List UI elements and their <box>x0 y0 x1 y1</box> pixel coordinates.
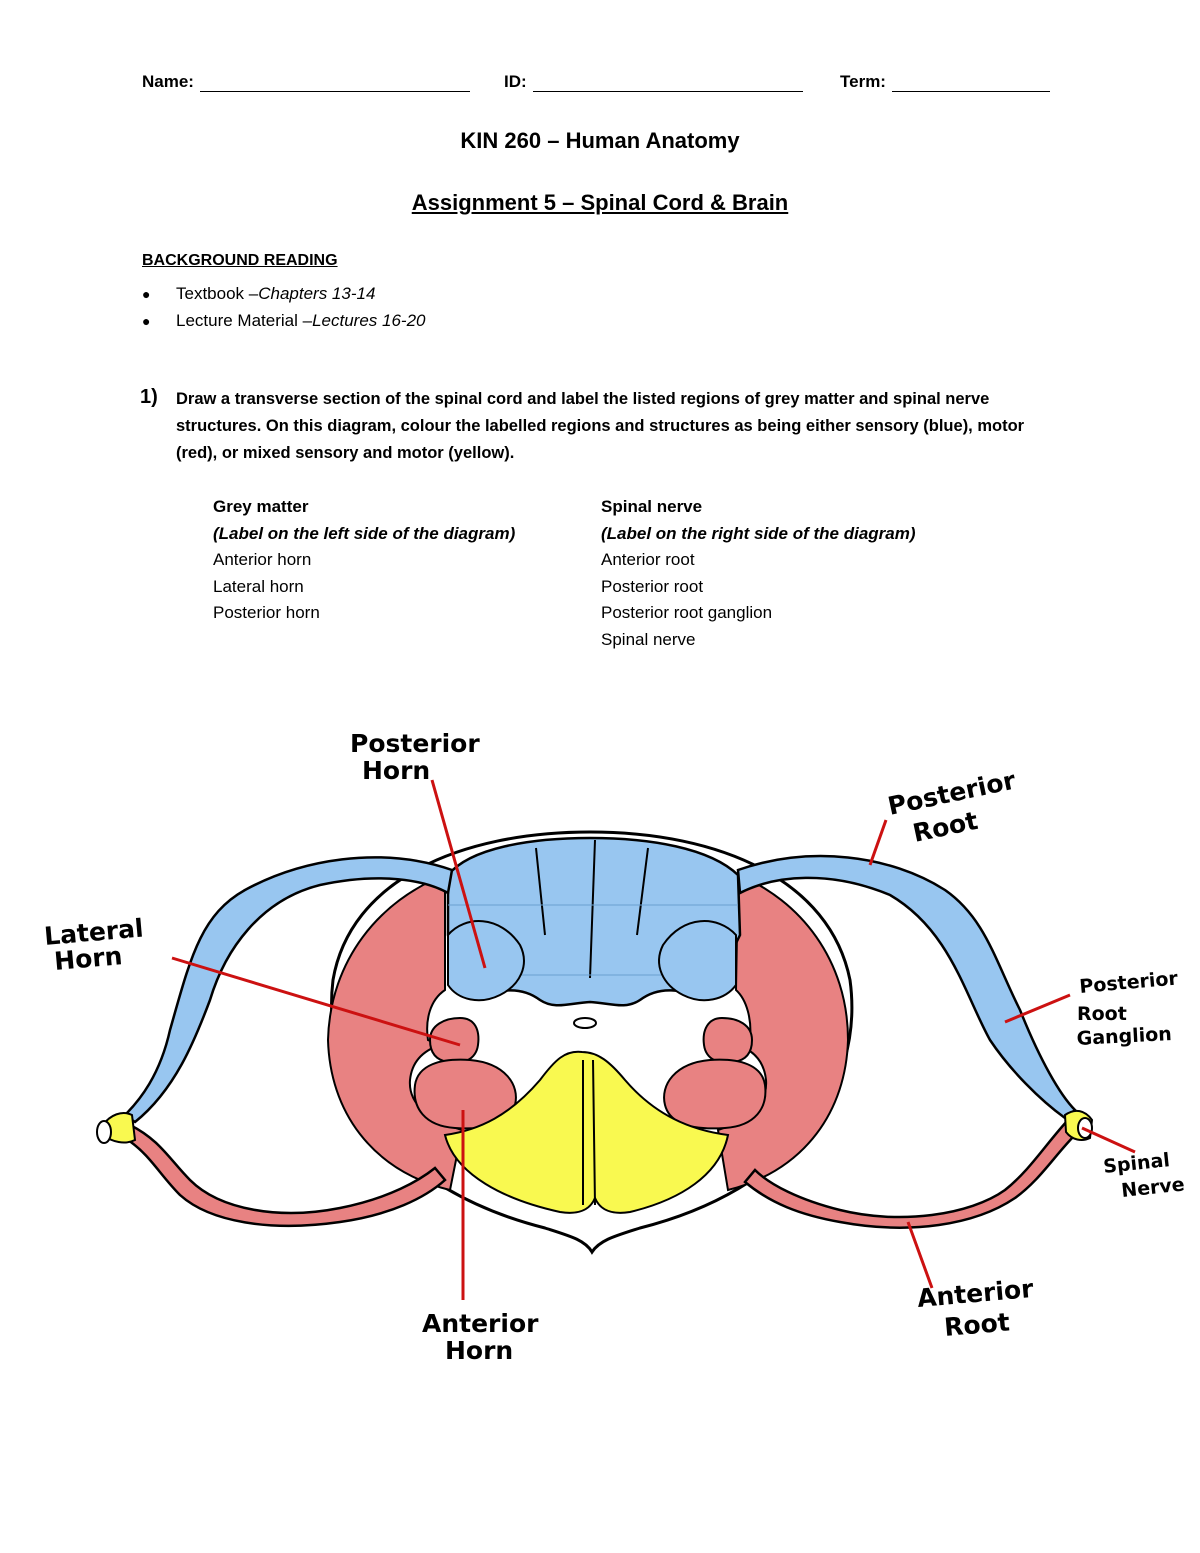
pointer-posterior-root <box>868 819 888 866</box>
pointer-posterior-root-ganglion <box>1004 993 1071 1024</box>
spinal-cord-diagram: Posterior Horn Lateral Horn Anterior Hor… <box>43 729 1186 1365</box>
anterior-horn-right <box>663 1058 767 1130</box>
label-anterior-root-1: Anterior <box>916 1274 1035 1313</box>
pointer-posterior-horn <box>430 779 487 969</box>
anterior-root-left <box>126 1123 447 1227</box>
pointer-lateral-horn <box>171 956 461 1047</box>
spinal-nerve-heading: Spinal nerve <box>601 497 703 516</box>
posterior-root-left <box>123 856 454 1124</box>
reading-label: Lecture Material – <box>176 310 313 330</box>
list-item: Spinal nerve <box>601 629 696 649</box>
term-blank-line[interactable] <box>891 73 1050 92</box>
posterior-horn-right <box>658 920 737 1002</box>
label-ganglion-3: Ganglion <box>1076 1023 1172 1050</box>
name-blank-line[interactable] <box>199 73 470 92</box>
course-title: KIN 260 – Human Anatomy <box>460 128 740 153</box>
reading-label: Textbook – <box>176 283 259 303</box>
list-item: Posterior root ganglion <box>601 603 773 622</box>
id-field: ID: <box>504 72 803 92</box>
lateral-horn-left <box>428 1016 480 1064</box>
anterior-root-right <box>743 1117 1077 1229</box>
label-posterior-horn-1: Posterior <box>350 729 480 758</box>
label-posterior-horn-2: Horn <box>362 756 430 785</box>
id-label: ID: <box>504 72 527 91</box>
bullet-icon: ● <box>142 312 151 329</box>
name-field: Name: <box>142 72 470 92</box>
label-ganglion-2: Root <box>1077 1003 1127 1025</box>
grey-matter-note: (Label on the left side of the diagram) <box>213 523 516 543</box>
label-spinal-nerve-1: Spinal <box>1102 1149 1171 1178</box>
pointer-spinal-nerve <box>1081 1126 1136 1154</box>
label-pointers <box>171 779 1136 1300</box>
assignment-title-text: Assignment 5 – Spinal Cord & Brain <box>411 190 789 215</box>
question-text: Draw a transverse section of the spinal … <box>176 390 1025 462</box>
central-canal <box>573 1017 597 1029</box>
label-anterior-horn-1: Anterior <box>422 1309 539 1338</box>
label-lateral-horn-2: Horn <box>53 941 124 976</box>
spinal-nerve-note: (Label on the right side of the diagram) <box>601 523 916 543</box>
list-item: Lateral horn <box>213 576 304 596</box>
reading-ref: Chapters 13-14 <box>258 283 376 303</box>
bullet-icon: ● <box>142 285 151 302</box>
list-item: ● Textbook – Chapters 13-14 <box>142 280 425 307</box>
id-blank-line[interactable] <box>532 73 803 92</box>
name-label: Name: <box>142 72 194 91</box>
pointer-anterior-root <box>906 1221 934 1289</box>
spinal-nerve-list: Spinal nerve (Label on the right side of… <box>601 494 916 653</box>
list-item: Posterior root <box>601 576 704 596</box>
label-ganglion-1: Posterior <box>1079 967 1180 998</box>
list-item: Posterior horn <box>213 603 320 622</box>
term-label: Term: <box>840 72 886 91</box>
lateral-horn-right <box>702 1016 754 1064</box>
question-number: 1) <box>140 386 158 408</box>
reading-ref: Lectures 16-20 <box>312 310 426 330</box>
list-item: ● Lecture Material – Lectures 16-20 <box>142 307 425 334</box>
term-field: Term: <box>840 72 1050 92</box>
list-item: Anterior root <box>601 550 695 569</box>
list-item: Anterior horn <box>213 550 312 569</box>
posterior-horn-left <box>447 920 525 1002</box>
grey-matter-list: Grey matter (Label on the left side of t… <box>213 494 515 627</box>
label-anterior-root-2: Root <box>943 1307 1011 1342</box>
assignment-title: Assignment 5 – Spinal Cord & Brain <box>0 190 1200 216</box>
label-anterior-horn-2: Horn <box>445 1336 513 1365</box>
label-spinal-nerve-2: Nerve <box>1120 1173 1185 1202</box>
student-info-row: Name: ID: Term: <box>142 72 1062 100</box>
anterior-white-column <box>443 1050 730 1214</box>
background-reading-list: ● Textbook – Chapters 13-14 ● Lecture Ma… <box>142 280 425 334</box>
background-reading-heading: BACKGROUND READING <box>142 252 338 269</box>
grey-matter-heading: Grey matter <box>213 497 309 516</box>
